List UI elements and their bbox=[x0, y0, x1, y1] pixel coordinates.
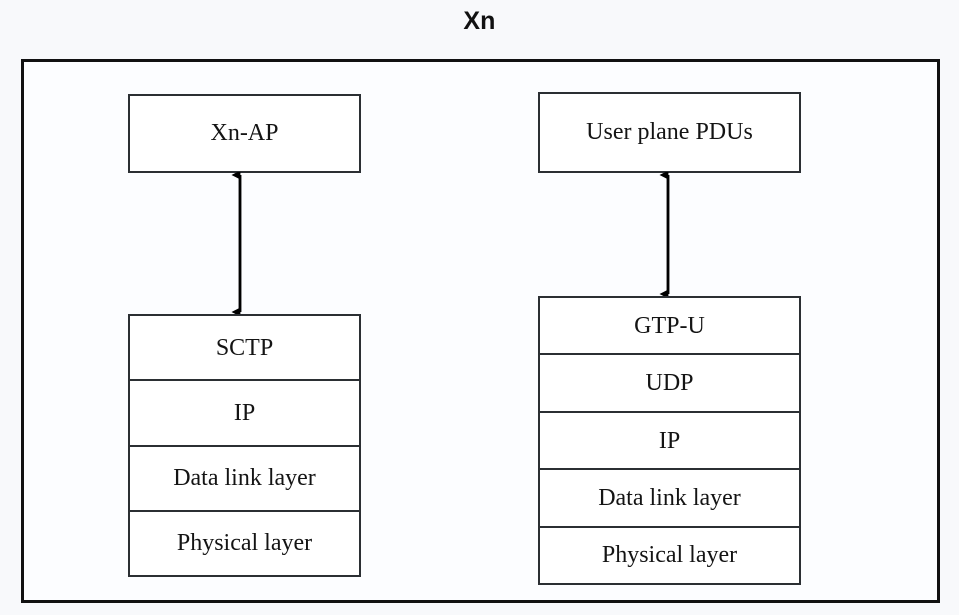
user-plane-transport-stack: GTP-U UDP IP Data link layer Physical la… bbox=[538, 296, 801, 585]
stack-layer-label: Data link layer bbox=[173, 465, 316, 492]
control-plane-application-box: Xn-AP bbox=[128, 94, 361, 173]
stack-row: Data link layer bbox=[130, 446, 359, 512]
user-plane-arrow bbox=[659, 172, 670, 297]
stack-row: UDP bbox=[540, 355, 799, 413]
stack-row: IP bbox=[130, 381, 359, 447]
control-plane-arrow bbox=[231, 172, 242, 315]
stack-layer-label: Physical layer bbox=[601, 542, 738, 569]
control-plane-application-label: Xn-AP bbox=[210, 120, 279, 146]
control-plane-transport-stack: SCTP IP Data link layer Physical layer bbox=[128, 314, 361, 577]
page-title: Xn bbox=[463, 7, 496, 35]
user-plane-pdu-box: User plane PDUs bbox=[538, 92, 801, 173]
stack-row: Physical layer bbox=[130, 511, 359, 575]
stack-row: SCTP bbox=[130, 316, 359, 382]
stack-row: Data link layer bbox=[540, 470, 799, 528]
stack-row: IP bbox=[540, 412, 799, 471]
stack-layer-label: UDP bbox=[645, 370, 694, 397]
stack-layer-label: IP bbox=[658, 427, 681, 454]
user-plane-pdu-label: User plane PDUs bbox=[586, 119, 753, 145]
stack-row: Physical layer bbox=[540, 527, 799, 584]
stack-layer-label: SCTP bbox=[215, 334, 274, 361]
stack-layer-label: Data link layer bbox=[598, 484, 741, 511]
stack-layer-label: Physical layer bbox=[176, 530, 313, 557]
stack-layer-label: IP bbox=[233, 399, 256, 426]
stack-layer-label: GTP-U bbox=[634, 312, 705, 339]
stack-row: GTP-U bbox=[540, 298, 799, 356]
